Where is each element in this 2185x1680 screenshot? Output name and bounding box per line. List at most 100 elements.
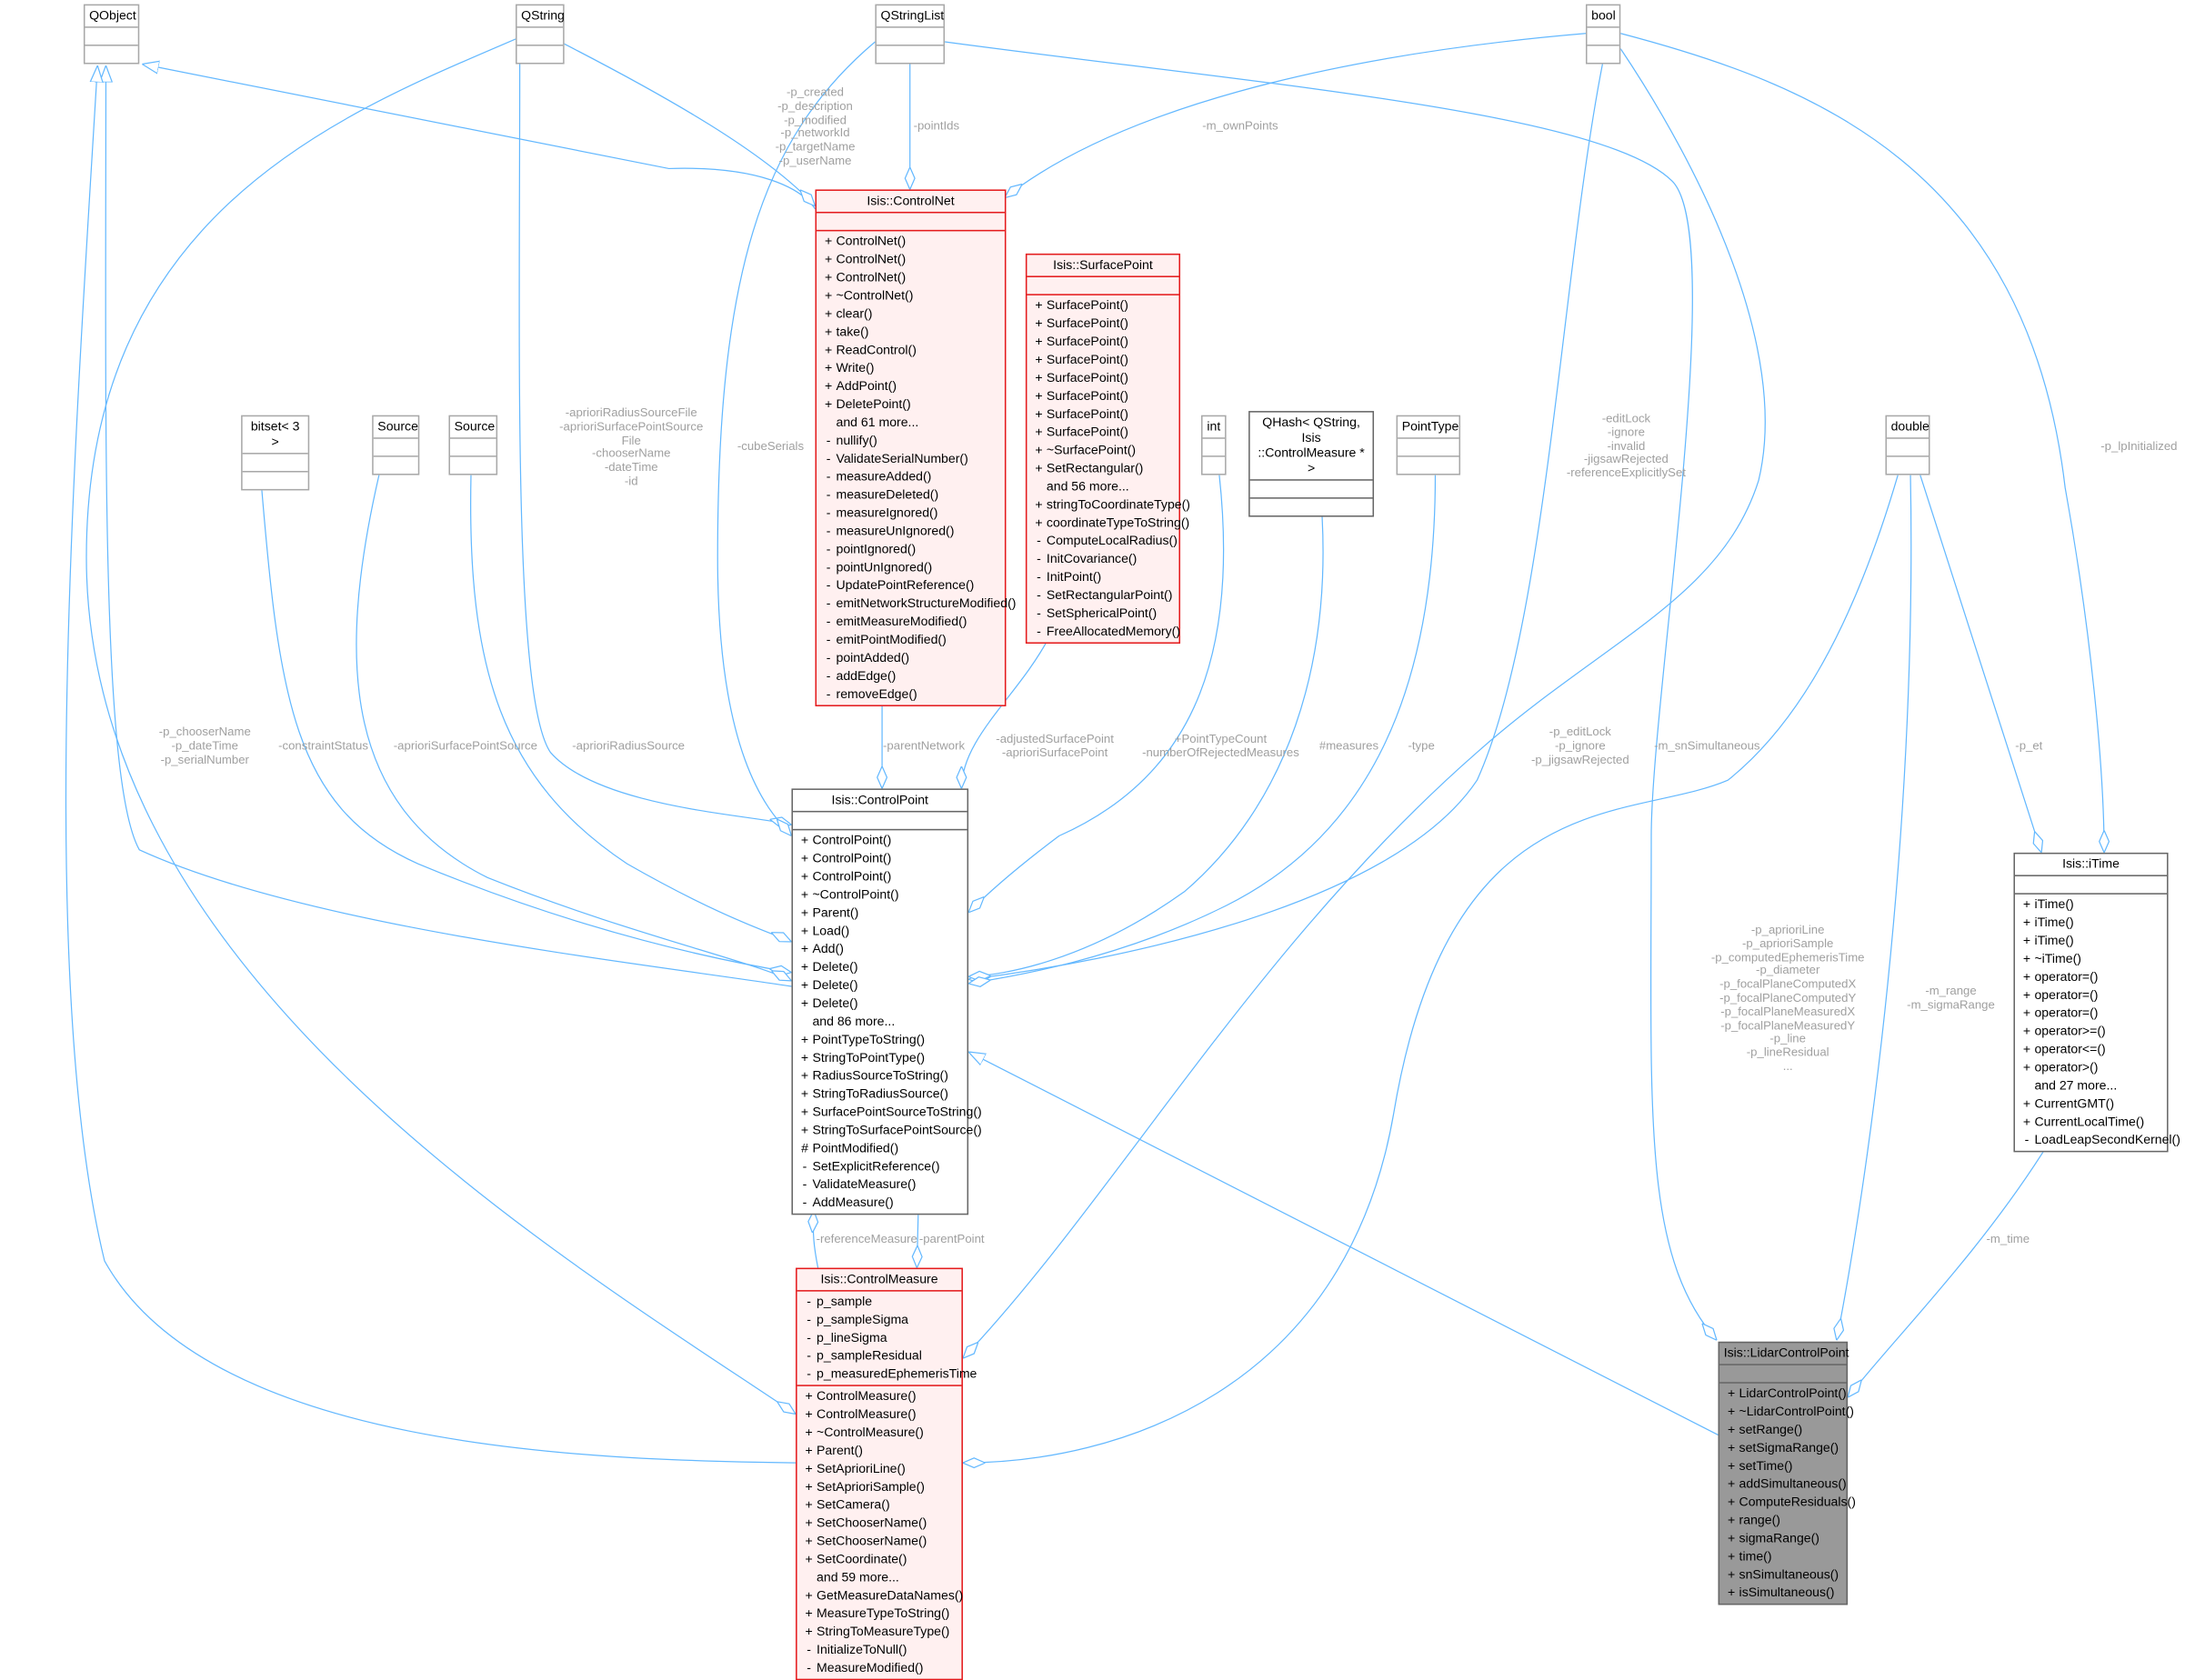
member-method[interactable]: +SurfacePoint() [1027,405,1178,424]
member-method[interactable]: -AddMeasure() [793,1194,967,1212]
member-method[interactable]: and 59 more... [797,1569,962,1587]
member-method[interactable]: +StringToPointType() [793,1049,967,1067]
member-method[interactable]: +snSimultaneous() [1719,1566,1846,1585]
member-method[interactable]: +addSimultaneous() [1719,1475,1847,1494]
member-method[interactable]: +CurrentGMT() [2015,1095,2167,1114]
class-name[interactable]: QObject [85,5,138,28]
member-method[interactable]: and 86 more... [793,1013,967,1031]
member-method[interactable]: +operator=() [2015,986,2167,1005]
member-method[interactable]: +SurfacePointSourceToString() [793,1104,982,1122]
member-method[interactable]: +MeasureTypeToString() [797,1605,962,1623]
member-method[interactable]: +Load() [793,923,967,941]
class-box-lidar[interactable]: Isis::LidarControlPoint+LidarControlPoin… [1718,1341,1856,1605]
class-box-itime[interactable]: Isis::iTime+iTime()+iTime()+iTime()+~iTi… [2013,852,2180,1153]
member-method[interactable]: +operator>=() [2015,1023,2167,1041]
member-method[interactable]: #PointModified() [793,1140,967,1158]
member-method[interactable]: -addEdge() [817,667,1005,685]
member-attribute[interactable]: -p_sampleResidual [797,1347,962,1365]
member-method[interactable]: +StringToSurfacePointSource() [793,1122,982,1140]
member-method[interactable]: +StringToMeasureType() [797,1623,962,1641]
member-method[interactable]: -ComputeLocalRadius() [1027,532,1178,550]
member-method[interactable]: -FreeAllocatedMemory() [1027,623,1180,641]
member-method[interactable]: +GetMeasureDataNames() [797,1587,963,1605]
member-attribute[interactable]: -p_lineSigma [797,1329,962,1347]
member-method[interactable]: +operator=() [2015,1005,2167,1023]
member-method[interactable]: +iTime() [2015,914,2167,932]
member-method[interactable]: +CurrentLocalTime() [2015,1113,2167,1131]
member-method[interactable]: -InitializeToNull() [797,1641,962,1659]
member-method[interactable]: +setRange() [1719,1421,1846,1439]
class-box-double[interactable]: double [1885,415,1930,475]
member-method[interactable]: -SetSphericalPoint() [1027,605,1178,623]
class-box-controlnet[interactable]: Isis::ControlNet+ControlNet()+ControlNet… [815,189,1017,706]
member-attribute[interactable]: -p_sample [797,1293,962,1311]
member-method[interactable]: +sigmaRange() [1719,1530,1846,1548]
member-method[interactable]: +ControlNet() [817,233,1005,251]
member-method[interactable]: +~ControlNet() [817,287,1005,305]
member-method[interactable]: and 27 more... [2015,1077,2167,1095]
member-method[interactable]: -LoadLeapSecondKernel() [2015,1131,2180,1149]
class-name[interactable]: double [1887,416,1929,439]
member-method[interactable]: +operator=() [2015,968,2167,986]
member-method[interactable]: +iTime() [2015,932,2167,950]
member-method[interactable]: -emitNetworkStructureModified() [817,595,1017,613]
member-method[interactable]: +iTime() [2015,895,2167,914]
class-name[interactable]: Isis::ControlMeasure [797,1269,962,1292]
member-method[interactable]: -measureUnIgnored() [817,523,1005,541]
class-name[interactable]: PointType [1398,416,1459,439]
member-method[interactable]: -SetExplicitReference() [793,1158,967,1176]
class-box-qhash[interactable]: QHash< QString, Isis ::ControlMeasure * … [1248,411,1375,517]
member-method[interactable]: +ControlPoint() [793,850,967,868]
member-method[interactable]: +stringToCoordinateType() [1027,496,1190,515]
class-name[interactable]: Source [373,416,418,439]
class-box-int[interactable]: int [1201,415,1227,475]
class-name[interactable]: Isis::ControlPoint [792,790,967,813]
class-box-controlmeasure[interactable]: Isis::ControlMeasure-p_sample-p_sampleSi… [796,1267,977,1680]
member-method[interactable]: +~SurfacePoint() [1027,442,1178,460]
member-method[interactable]: +ControlPoint() [793,832,967,850]
class-name[interactable]: Isis::LidarControlPoint [1719,1343,1849,1365]
class-box-qstringlist[interactable]: QStringList [875,4,946,65]
member-method[interactable]: +SurfacePoint() [1027,351,1178,369]
member-method[interactable]: -InitCovariance() [1027,550,1178,568]
member-method[interactable]: and 56 more... [1027,478,1178,496]
class-name[interactable]: int [1202,416,1226,439]
member-method[interactable]: +AddPoint() [817,377,1005,395]
member-method[interactable]: +operator>() [2015,1059,2167,1077]
class-box-controlpoint[interactable]: Isis::ControlPoint+ControlPoint()+Contro… [791,788,982,1215]
member-method[interactable]: -SetRectangularPoint() [1027,586,1178,605]
member-method[interactable]: +ControlNet() [817,251,1005,269]
member-method[interactable]: +SetRectangular() [1027,460,1178,478]
member-method[interactable]: +range() [1719,1512,1846,1530]
member-method[interactable]: -emitMeasureModified() [817,613,1005,631]
class-name[interactable]: QStringList [876,5,944,28]
member-method[interactable]: +ControlMeasure() [797,1387,962,1405]
member-method[interactable]: +ControlNet() [817,269,1005,287]
member-method[interactable]: +ReadControl() [817,341,1005,359]
member-method[interactable]: +Delete() [793,995,967,1013]
member-method[interactable]: +Delete() [793,958,967,976]
member-method[interactable]: +~ControlPoint() [793,886,967,905]
member-method[interactable]: +ComputeResiduals() [1719,1494,1856,1512]
member-method[interactable]: +setSigmaRange() [1719,1439,1846,1457]
member-method[interactable]: -measureIgnored() [817,505,1005,523]
member-method[interactable]: +ControlPoint() [793,868,967,886]
member-method[interactable]: +Delete() [793,976,967,995]
member-method[interactable]: -pointAdded() [817,649,1005,667]
class-name[interactable]: Isis::ControlNet [817,191,1005,214]
member-method[interactable]: +SurfacePoint() [1027,424,1178,442]
member-method[interactable]: -measureAdded() [817,468,1005,486]
member-method[interactable]: +operator<=() [2015,1041,2167,1059]
member-method[interactable]: +Write() [817,359,1005,377]
member-method[interactable]: +SetCamera() [797,1496,962,1515]
member-method[interactable]: -nullify() [817,432,1005,450]
class-box-bool[interactable]: bool [1585,4,1621,65]
class-name[interactable]: Isis::iTime [2014,854,2168,876]
member-method[interactable]: +Parent() [797,1442,962,1460]
member-method[interactable]: +SurfacePoint() [1027,369,1178,387]
member-method[interactable]: +SurfacePoint() [1027,315,1178,333]
class-name[interactable]: QString [516,5,565,28]
member-method[interactable]: -emitPointModified() [817,631,1005,649]
member-method[interactable]: +SurfacePoint() [1027,333,1178,351]
member-method[interactable]: +DeletePoint() [817,395,1005,414]
